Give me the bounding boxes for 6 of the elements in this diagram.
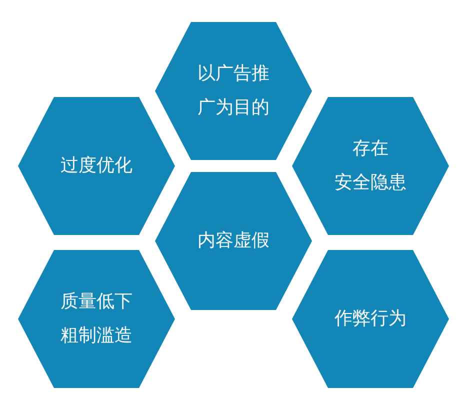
hexagon-label: 作弊行为 (334, 307, 406, 331)
hexagon-label: 过度优化 (60, 154, 132, 178)
hexagon-label: 存在安全隐患 (334, 137, 406, 195)
hexagon-label: 质量低下粗制滥造 (60, 290, 132, 348)
hexagon-label: 内容虚假 (198, 229, 270, 253)
hexagon-label: 以广告推广为目的 (198, 62, 270, 120)
